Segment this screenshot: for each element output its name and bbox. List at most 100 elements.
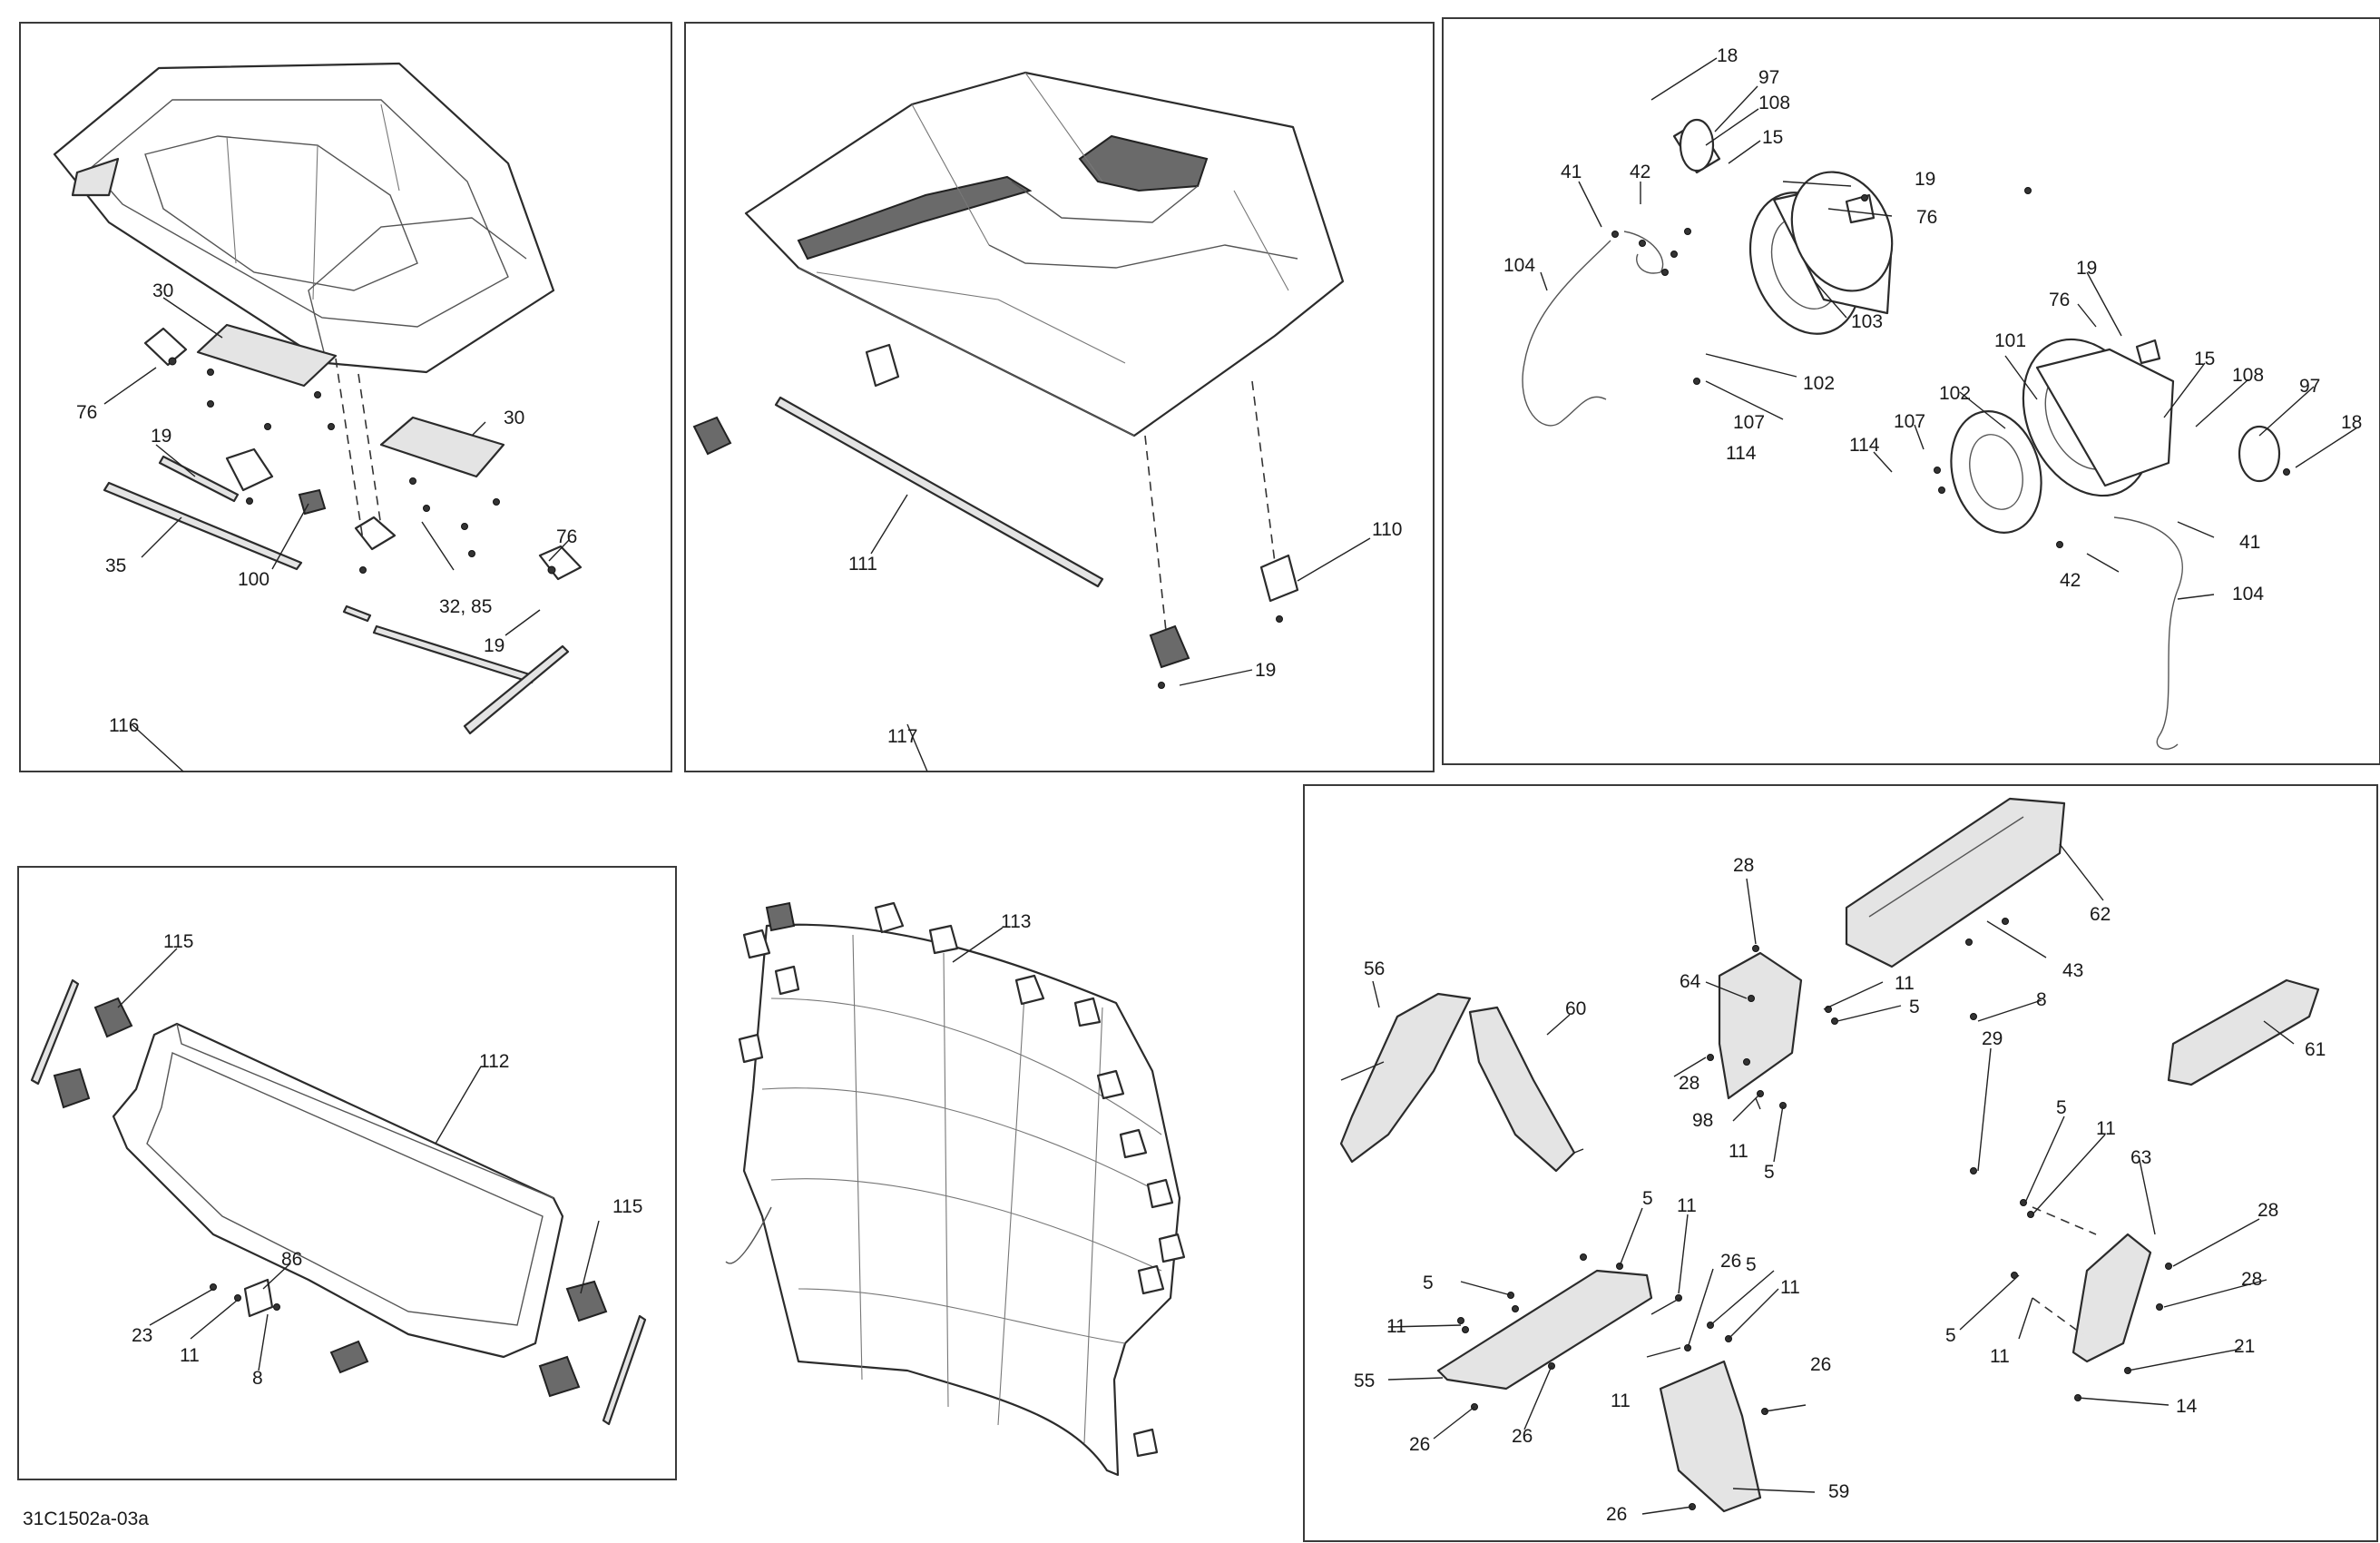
trim-piece-55 — [1436, 1269, 1653, 1391]
callout-11: 11 — [180, 1345, 200, 1366]
callout-30: 30 — [504, 408, 524, 428]
callout-19: 19 — [484, 635, 504, 656]
callout-97: 97 — [2299, 376, 2320, 397]
callout-30: 30 — [152, 280, 173, 301]
callout-29: 29 — [1982, 1028, 2003, 1049]
callout-61: 61 — [2305, 1039, 2326, 1060]
callout-11: 11 — [1611, 1391, 1631, 1411]
callout-115: 115 — [612, 1196, 642, 1217]
callout-11: 11 — [1780, 1277, 1800, 1298]
windshield-clips-115 — [30, 978, 647, 1426]
callout-110: 110 — [1372, 519, 1402, 540]
callout-108: 108 — [1758, 93, 1790, 113]
trim-piece-56 — [1339, 992, 1472, 1164]
callout-114: 114 — [1849, 435, 1880, 456]
dash-guide-117 — [1144, 380, 1276, 632]
callout-35: 35 — [105, 555, 126, 576]
roof-assembly-116 — [53, 62, 555, 374]
callout-15: 15 — [2194, 349, 2215, 369]
trim-piece-62 — [1845, 797, 2066, 968]
windshield-112 — [112, 1022, 564, 1359]
callout-102: 102 — [1939, 383, 1971, 404]
panel-label-117: 117 — [887, 726, 917, 747]
callout-114: 114 — [1726, 443, 1757, 464]
callout-41: 41 — [1561, 162, 1582, 182]
cab-net-113 — [725, 901, 1186, 1477]
callout-62: 62 — [2090, 904, 2111, 925]
callout-63: 63 — [2130, 1147, 2151, 1168]
callout-103: 103 — [1851, 311, 1883, 332]
callout-18: 18 — [2341, 412, 2362, 433]
callout-19: 19 — [151, 426, 171, 447]
callout-101: 101 — [1994, 330, 2026, 351]
callout-11: 11 — [1386, 1316, 1406, 1337]
callout-112: 112 — [479, 1051, 509, 1072]
dash-guide-trim — [2032, 1206, 2097, 1335]
panel-frame-trim — [1303, 784, 2378, 1542]
callout-11: 11 — [2096, 1118, 2116, 1139]
callout-15: 15 — [1762, 127, 1783, 148]
callout-5: 5 — [2056, 1097, 2067, 1118]
callout-102: 102 — [1803, 373, 1835, 394]
callout-18: 18 — [1717, 45, 1738, 66]
callout-97: 97 — [1758, 67, 1779, 88]
panel-label-116: 116 — [109, 715, 139, 736]
callout-5: 5 — [1642, 1188, 1653, 1209]
roof-assembly-117 — [744, 71, 1345, 437]
callout-19: 19 — [2076, 258, 2097, 279]
seal-111 — [774, 396, 1104, 588]
callout-19: 19 — [1255, 660, 1276, 681]
trim-piece-63 — [2071, 1233, 2152, 1363]
callout-14: 14 — [2176, 1396, 2198, 1417]
callout-5: 5 — [1764, 1162, 1775, 1183]
callout-11: 11 — [1990, 1346, 2010, 1367]
drawing-reference: 31C1502a-03a — [23, 1509, 149, 1529]
callout-11: 11 — [1895, 973, 1915, 994]
callout-5: 5 — [1909, 997, 1920, 1017]
callout-55: 55 — [1354, 1371, 1375, 1391]
callout-42: 42 — [2060, 570, 2081, 591]
callout-28: 28 — [2241, 1269, 2262, 1290]
callout-23: 23 — [132, 1325, 152, 1346]
callout-41: 41 — [2239, 532, 2260, 553]
callout-107: 107 — [1733, 412, 1765, 433]
callout-59: 59 — [1828, 1481, 1849, 1502]
callout-98: 98 — [1692, 1110, 1713, 1131]
callout-21: 21 — [2234, 1336, 2255, 1357]
panel-frame-116 — [19, 22, 672, 772]
callout-76: 76 — [76, 402, 97, 423]
callout-28: 28 — [1733, 855, 1754, 876]
callout-56: 56 — [1364, 958, 1385, 979]
callout-113: 113 — [1001, 911, 1031, 932]
callout-43: 43 — [2062, 960, 2083, 981]
seal-strip-35 — [103, 455, 570, 735]
trim-piece-60 — [1468, 1006, 1576, 1173]
speaker-left-assembly — [1672, 118, 1894, 335]
roof-panel-30-right — [379, 416, 505, 478]
callout-76: 76 — [556, 526, 577, 547]
callout-leaders — [103, 57, 2358, 1515]
callout-42: 42 — [1630, 162, 1650, 182]
panel-frame-117 — [684, 22, 1435, 772]
trim-piece-59 — [1659, 1360, 1762, 1513]
callout-28: 28 — [2258, 1200, 2278, 1221]
callout-32-85: 32, 85 — [439, 596, 492, 617]
bracket-76-left — [143, 327, 188, 367]
callout-28: 28 — [1679, 1073, 1699, 1094]
speaker-wiring — [1522, 187, 2290, 750]
callout-76: 76 — [2049, 290, 2070, 310]
callout-26: 26 — [1606, 1504, 1627, 1525]
callout-11: 11 — [1677, 1195, 1697, 1216]
callout-64: 64 — [1680, 971, 1701, 992]
callout-26: 26 — [1409, 1434, 1430, 1455]
callout-86: 86 — [281, 1249, 302, 1270]
trim-piece-64 — [1718, 951, 1803, 1100]
dash-guide-116 — [335, 358, 382, 541]
callout-19: 19 — [1915, 169, 1935, 190]
callout-115: 115 — [163, 931, 193, 952]
callout-5: 5 — [1423, 1273, 1434, 1293]
trim-piece-61 — [2167, 978, 2320, 1086]
speaker-right-assembly — [1950, 338, 2281, 534]
callout-60: 60 — [1565, 998, 1586, 1019]
